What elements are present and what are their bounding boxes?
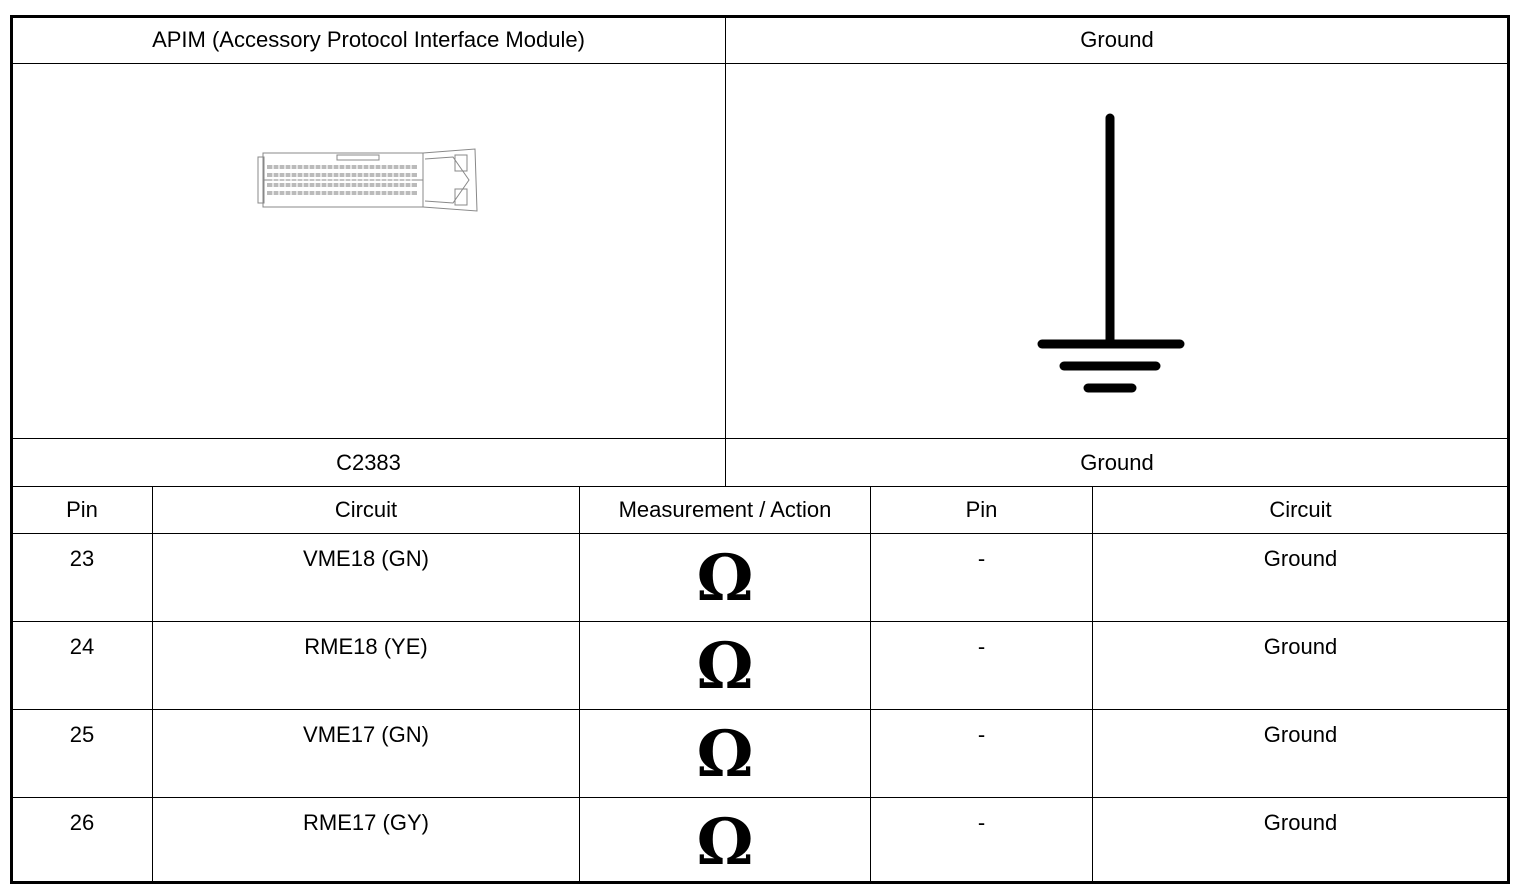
divider: [12, 533, 1508, 534]
row-circuit-2: Ground: [1263, 722, 1338, 747]
row-circuit-2: Ground: [1263, 634, 1338, 659]
column-header-pin: Pin: [66, 497, 98, 522]
divider: [725, 17, 726, 487]
row-circuit: RME18 (YE): [304, 634, 428, 659]
row-pin: 25: [69, 722, 95, 747]
ohm-icon: Ω: [696, 629, 754, 704]
row-pin-2: -: [977, 634, 986, 659]
ohm-icon: Ω: [696, 717, 754, 792]
divider: [579, 486, 580, 882]
row-pin-2: -: [977, 546, 986, 571]
row-pin-2: -: [977, 810, 986, 835]
module-title: APIM (Accessory Protocol Interface Modul…: [152, 27, 585, 52]
divider: [152, 486, 153, 882]
divider: [12, 709, 1508, 710]
ohm-icon: Ω: [696, 805, 754, 880]
row-circuit-2: Ground: [1263, 810, 1338, 835]
row-circuit: VME17 (GN): [303, 722, 429, 747]
connector-id: C2383: [336, 449, 401, 475]
ohm-icon: Ω: [696, 541, 754, 616]
ground-symbol-icon: [1037, 113, 1185, 393]
row-pin-2: -: [977, 722, 986, 747]
divider: [12, 438, 1508, 439]
column-header-circuit: Circuit: [334, 497, 398, 522]
divider: [12, 63, 1508, 64]
row-circuit-2: Ground: [1263, 546, 1338, 571]
row-circuit: RME17 (GY): [303, 810, 429, 835]
row-pin: 23: [69, 546, 95, 571]
divider: [12, 797, 1508, 798]
connector-icon: [257, 148, 478, 212]
row-pin: 24: [69, 634, 95, 659]
diagnostic-table-frame: [10, 15, 1510, 884]
divider: [12, 486, 1508, 487]
row-circuit: VME18 (GN): [303, 546, 429, 571]
column-header-circuit-2: Circuit: [1269, 497, 1332, 522]
row-pin: 26: [69, 810, 95, 835]
divider: [12, 621, 1508, 622]
column-header-measurement: Measurement / Action: [618, 497, 832, 522]
divider: [870, 486, 871, 882]
ground-title: Ground: [1080, 27, 1154, 52]
divider: [1092, 486, 1093, 882]
ground-id: Ground: [1080, 449, 1154, 475]
column-header-pin-2: Pin: [965, 497, 998, 522]
